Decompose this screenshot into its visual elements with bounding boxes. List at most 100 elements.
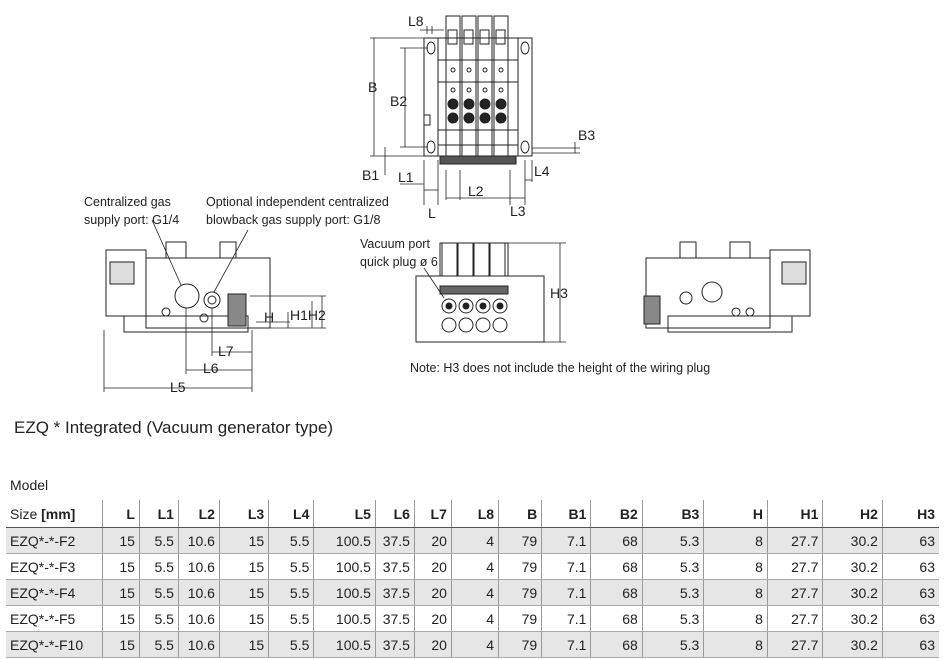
value-cell: 20 [413, 605, 452, 632]
value-cell: 27.7 [766, 527, 823, 554]
value-cell: 100.5 [313, 553, 376, 580]
model-label: Model [10, 477, 49, 493]
dim-l: L [428, 205, 436, 221]
value-cell: 5.5 [138, 553, 179, 580]
value-cell: 15 [218, 553, 269, 580]
value-cell: 30.2 [822, 579, 883, 606]
dim-h3: H3 [550, 285, 568, 301]
dim-l7: L7 [218, 343, 234, 359]
dim-l3: L3 [510, 203, 526, 219]
column-header: H2 [822, 500, 883, 528]
value-cell: 37.5 [374, 527, 415, 554]
value-cell: 79 [498, 605, 542, 632]
column-header: L1 [138, 500, 179, 528]
value-cell: 20 [413, 579, 452, 606]
value-cell: 15 [218, 527, 269, 554]
value-cell: 15 [101, 605, 140, 632]
value-cell: 15 [218, 605, 269, 632]
value-cell: 5.3 [641, 527, 704, 554]
dim-l1: L1 [398, 169, 414, 185]
dim-l6: L6 [203, 360, 219, 376]
dim-h1h2: H1H2 [290, 307, 326, 323]
column-header: L5 [313, 500, 376, 528]
value-cell: 5.3 [641, 605, 704, 632]
value-cell: 63 [881, 553, 939, 580]
value-cell: 63 [881, 527, 939, 554]
column-header: L7 [413, 500, 452, 528]
value-cell: 30.2 [822, 553, 883, 580]
value-cell: 5.3 [641, 579, 704, 606]
model-cell: EZQ*-*-F4 [6, 579, 103, 606]
model-cell: EZQ*-*-F5 [6, 605, 103, 632]
value-cell: 10.6 [177, 553, 220, 580]
value-cell: 79 [498, 579, 542, 606]
note-text: Note: H3 does not include the height of … [410, 361, 710, 375]
value-cell: 37.5 [374, 605, 415, 632]
dim-h: H [264, 309, 274, 325]
value-cell: 27.7 [766, 579, 823, 606]
value-cell: 8 [703, 579, 768, 606]
value-cell: 5.5 [138, 579, 179, 606]
value-cell: 4 [450, 631, 499, 658]
column-header: L3 [218, 500, 269, 528]
value-cell: 30.2 [822, 527, 883, 554]
value-cell: 68 [590, 527, 643, 554]
value-cell: 4 [450, 579, 499, 606]
value-cell: 7.1 [541, 527, 591, 554]
value-cell: 8 [703, 631, 768, 658]
value-cell: 5.3 [641, 631, 704, 658]
column-header: H1 [766, 500, 823, 528]
value-cell: 30.2 [822, 631, 883, 658]
value-cell: 79 [498, 553, 542, 580]
value-cell: 63 [881, 605, 939, 632]
value-cell: 100.5 [313, 579, 376, 606]
value-cell: 68 [590, 631, 643, 658]
model-cell: EZQ*-*-F2 [6, 527, 103, 554]
value-cell: 27.7 [766, 553, 823, 580]
value-cell: 15 [101, 527, 140, 554]
column-header: H [703, 500, 768, 528]
value-cell: 8 [703, 553, 768, 580]
value-cell: 100.5 [313, 605, 376, 632]
value-cell: 27.7 [766, 631, 823, 658]
value-cell: 15 [101, 553, 140, 580]
dim-l8: L8 [408, 13, 424, 29]
right-side-view [643, 241, 811, 333]
value-cell: 4 [450, 553, 499, 580]
value-cell: 7.1 [541, 553, 591, 580]
value-cell: 63 [881, 631, 939, 658]
value-cell: 79 [498, 527, 542, 554]
value-cell: 30.2 [822, 605, 883, 632]
value-cell: 15 [101, 579, 140, 606]
value-cell: 68 [590, 553, 643, 580]
value-cell: 20 [413, 527, 452, 554]
vacuum-port-label-2: quick plug ø 6 [360, 255, 438, 269]
dim-b1: B1 [362, 167, 379, 183]
value-cell: 100.5 [313, 631, 376, 658]
centralized-gas-label-1: Centralized gas [84, 195, 171, 209]
value-cell: 68 [590, 579, 643, 606]
column-header: H3 [881, 500, 939, 528]
dim-l4: L4 [534, 163, 550, 179]
section-title: EZQ * Integrated (Vacuum generator type) [14, 418, 334, 437]
value-cell: 79 [498, 631, 542, 658]
model-cell: EZQ*-*-F3 [6, 553, 103, 580]
top-view-drawing [423, 15, 533, 165]
value-cell: 7.1 [541, 631, 591, 658]
column-header: B3 [641, 500, 704, 528]
optional-gas-label-2: blowback gas supply port: G1/8 [206, 213, 380, 227]
value-cell: 4 [450, 605, 499, 632]
value-cell: 7.1 [541, 605, 591, 632]
value-cell: 37.5 [374, 553, 415, 580]
column-header: L8 [450, 500, 499, 528]
value-cell: 5.5 [138, 527, 179, 554]
value-cell: 37.5 [374, 631, 415, 658]
value-cell: 8 [703, 527, 768, 554]
value-cell: 10.6 [177, 579, 220, 606]
